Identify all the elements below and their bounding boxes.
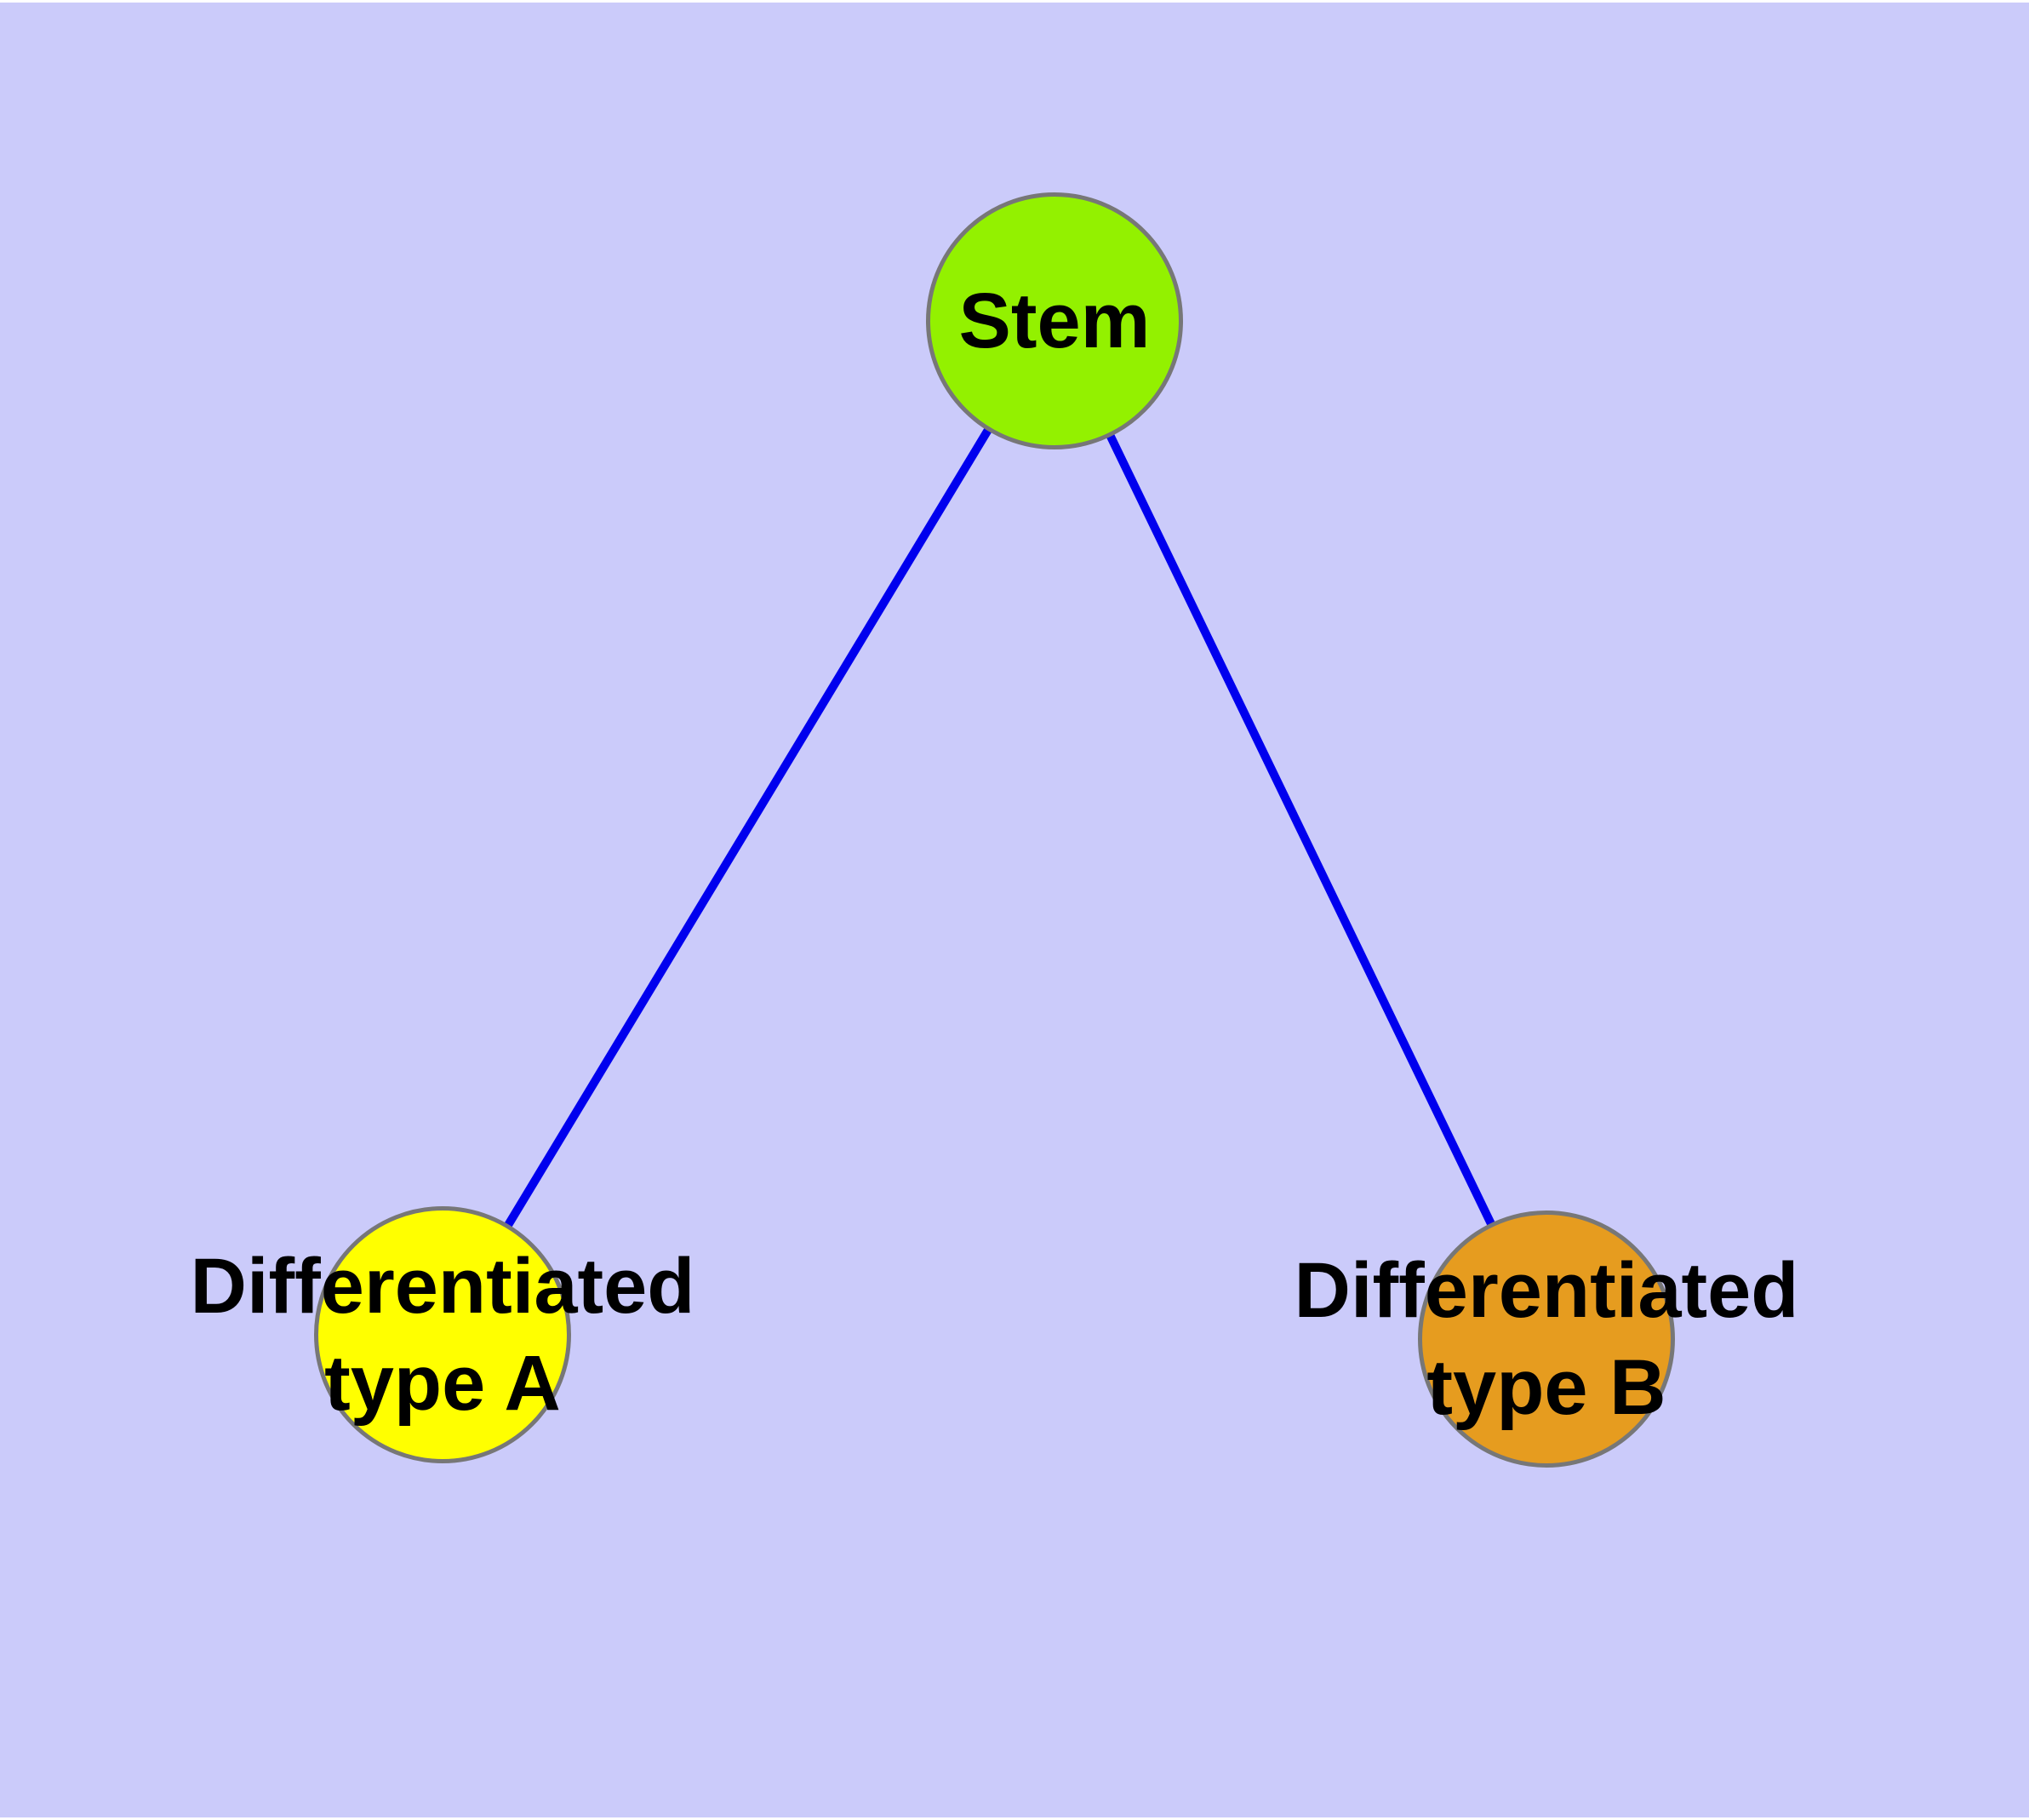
node-differentiated-type-b: Differentiated type B: [1295, 1210, 1798, 1468]
node-differentiated-type-a-label: Differentiated type A: [190, 1242, 695, 1427]
node-stem: Stem: [926, 192, 1183, 449]
edge-stem-to-type-b: [1050, 318, 1549, 1337]
node-differentiated-type-b-label: Differentiated type B: [1294, 1246, 1799, 1431]
edges-layer: [440, 318, 1549, 1337]
node-differentiated-type-a: Differentiated type A: [191, 1206, 694, 1463]
node-stem-label: Stem: [958, 277, 1151, 364]
edge-stem-to-type-a: [440, 318, 1059, 1334]
